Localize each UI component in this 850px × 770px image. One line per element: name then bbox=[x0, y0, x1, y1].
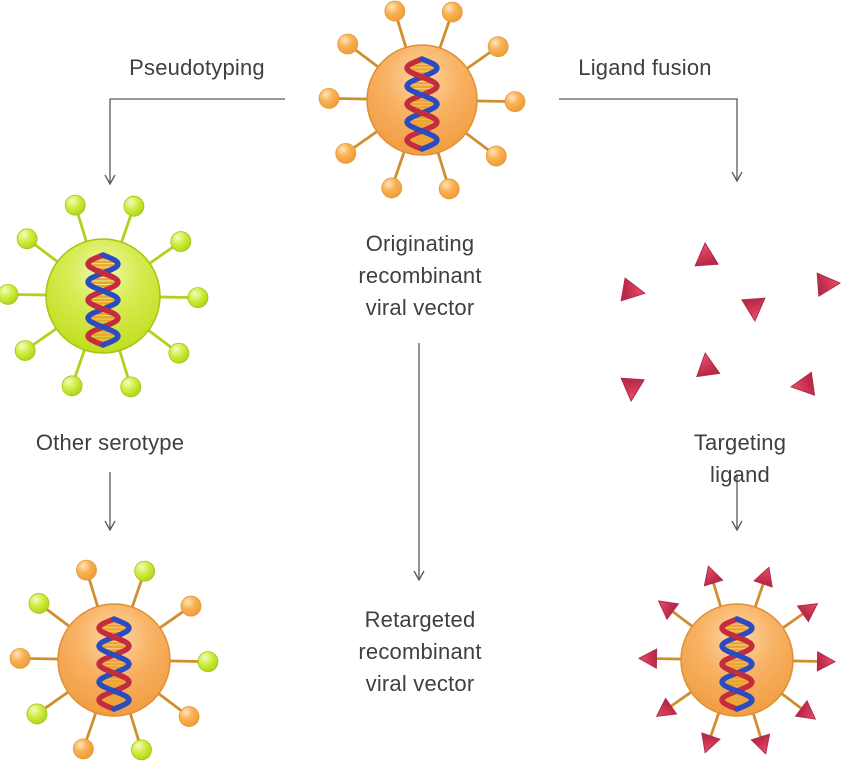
virus-pseudotyped bbox=[9, 559, 219, 761]
spike-ball-green bbox=[187, 287, 209, 309]
label-pseudotyping: Pseudotyping bbox=[129, 55, 265, 80]
spike-stem bbox=[84, 707, 99, 743]
virus-ligand-fused bbox=[637, 565, 837, 755]
spike-stem bbox=[461, 129, 492, 153]
spike-ball-orange bbox=[485, 145, 507, 167]
spike-stem bbox=[145, 244, 176, 268]
spike-ball-orange bbox=[384, 0, 406, 22]
label-retargeted-vector: Retargeted recombinant viral vector bbox=[358, 607, 482, 696]
spike-triangle-ligand bbox=[816, 651, 837, 672]
spike-triangle-ligand bbox=[701, 732, 721, 754]
spike-stem bbox=[30, 324, 61, 348]
spike-stem bbox=[43, 606, 74, 631]
targeting-ligand-cluster bbox=[620, 241, 842, 403]
spike-triangle-ligand bbox=[753, 566, 773, 588]
spike-stem bbox=[76, 211, 89, 247]
ligand-triangle bbox=[790, 371, 816, 396]
spike-stem bbox=[129, 577, 144, 613]
spike-stem bbox=[143, 326, 174, 350]
spike-stem bbox=[117, 345, 130, 381]
label-targeting-ligand: Targeting ligand bbox=[693, 430, 787, 487]
spike-stem bbox=[87, 576, 101, 612]
ligand-triangle bbox=[620, 377, 645, 403]
connector-pseudotyping bbox=[104, 98, 285, 186]
spike-ball-orange bbox=[381, 177, 403, 199]
spike-stem bbox=[435, 147, 449, 183]
spike-ball-green bbox=[131, 739, 152, 761]
ligand-triangle bbox=[694, 241, 719, 267]
spike-ball-green bbox=[64, 194, 86, 216]
spike-ball-orange bbox=[318, 87, 340, 109]
spike-ball-green bbox=[26, 703, 48, 725]
spike-stem bbox=[352, 47, 383, 71]
spike-ball-orange bbox=[76, 559, 97, 581]
spike-ball-green bbox=[123, 195, 145, 217]
spike-stem bbox=[154, 295, 192, 299]
spike-stem bbox=[32, 242, 63, 266]
dna-helix-icon bbox=[96, 616, 132, 712]
spike-ball-green bbox=[0, 283, 19, 305]
spike-stem bbox=[127, 708, 141, 744]
connector-ligand-fusion bbox=[559, 98, 743, 183]
spike-stem bbox=[395, 17, 409, 53]
virus-originating bbox=[318, 0, 526, 200]
spike-ball-orange bbox=[487, 36, 509, 58]
label-originating-vector: Originating recombinant viral vector bbox=[358, 231, 482, 320]
spike-triangle-ligand bbox=[703, 565, 724, 587]
spike-triangle-ligand bbox=[796, 603, 819, 623]
spike-ball-green bbox=[168, 342, 190, 364]
spike-ball-orange bbox=[504, 91, 526, 113]
spike-triangle-ligand bbox=[655, 697, 678, 717]
spike-ball-orange bbox=[438, 178, 460, 200]
dna-helix-icon bbox=[404, 56, 440, 152]
spike-stem bbox=[335, 97, 373, 101]
spike-ball-orange bbox=[335, 142, 357, 164]
spike-ball-orange bbox=[180, 595, 202, 617]
spike-stem bbox=[437, 18, 452, 54]
spike-ball-orange bbox=[441, 1, 463, 23]
spike-stem bbox=[462, 49, 494, 73]
spike-stem bbox=[42, 688, 73, 711]
spike-stem bbox=[164, 659, 202, 663]
spike-ball-green bbox=[16, 228, 38, 250]
spike-ball-orange bbox=[72, 738, 94, 760]
label-other-serotype: Other serotype bbox=[35, 430, 185, 455]
ligand-triangle bbox=[816, 272, 842, 297]
spike-stem bbox=[155, 609, 186, 632]
spike-triangle-ligand bbox=[637, 648, 658, 669]
virus-other-serotype bbox=[0, 194, 209, 398]
spike-triangle-ligand bbox=[657, 600, 680, 621]
spike-ball-green bbox=[197, 651, 219, 673]
spike-triangle-ligand bbox=[750, 733, 771, 755]
ligand-triangle bbox=[696, 352, 721, 378]
spike-ball-green bbox=[134, 560, 156, 582]
dna-helix-icon bbox=[85, 252, 121, 348]
spike-ball-green bbox=[28, 593, 50, 614]
ligand-triangle bbox=[620, 277, 646, 302]
spike-ball-orange bbox=[337, 33, 359, 55]
spike-triangle-ligand bbox=[794, 699, 817, 720]
spike-ball-orange bbox=[178, 706, 200, 727]
spike-ball-green bbox=[14, 340, 36, 361]
dna-helix-icon bbox=[719, 616, 755, 712]
spike-ball-orange bbox=[9, 647, 31, 669]
ligand-triangle bbox=[741, 297, 766, 323]
spike-stem bbox=[392, 146, 407, 182]
spike-ball-green bbox=[61, 375, 83, 397]
label-ligand-fusion: Ligand fusion bbox=[578, 55, 712, 80]
spike-stem bbox=[350, 127, 382, 151]
spike-ball-green bbox=[170, 231, 192, 252]
spike-stem bbox=[471, 99, 509, 103]
spike-stem bbox=[14, 293, 52, 297]
spike-stem bbox=[118, 212, 133, 248]
spike-ball-green bbox=[120, 376, 142, 398]
spike-stem bbox=[73, 344, 88, 380]
spike-stem bbox=[26, 657, 64, 661]
spike-stem bbox=[154, 689, 185, 714]
